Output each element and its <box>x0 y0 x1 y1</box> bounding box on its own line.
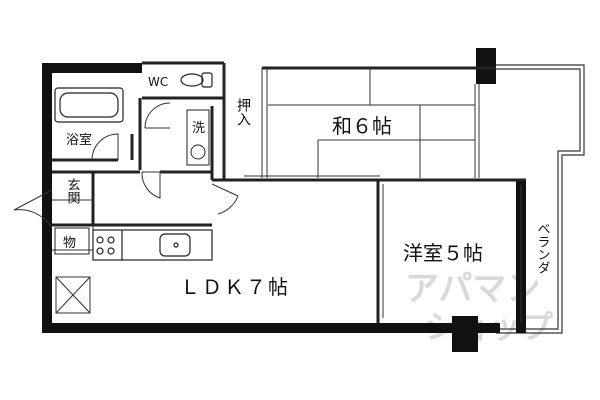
bathtub <box>54 87 124 123</box>
room-ldk-label: ＬＤＫ７帖 <box>180 275 290 299</box>
wc-door <box>144 102 171 129</box>
balcony-label: ベランダ <box>535 222 551 274</box>
pipe-shaft <box>55 276 91 314</box>
wash-door <box>141 171 161 199</box>
room-storage-label: 物 <box>63 236 76 251</box>
room-genkan-label: 玄関 <box>65 178 81 205</box>
room-youshitsu-label: 洋室５帖 <box>403 241 483 265</box>
room-bath-label: 浴室 <box>66 132 92 148</box>
detail-lines <box>52 68 522 323</box>
balcony-outline <box>496 64 585 334</box>
toilet-fixture <box>180 72 213 88</box>
room-washitsu-label: 和６帖 <box>332 114 392 138</box>
interior-walls <box>52 61 526 323</box>
room-oshiire-label: 押入 <box>235 98 251 126</box>
room-wc-label: WC <box>148 75 168 89</box>
storage <box>54 227 90 255</box>
kitchen-counter <box>92 229 213 261</box>
bath-door <box>91 133 119 161</box>
room-wash-label: 洗 <box>192 121 205 136</box>
watermark: アパマン ショップ <box>405 269 554 346</box>
doors <box>13 102 239 229</box>
room-labels: 和６帖 洋室５帖 ＬＤＫ７帖 浴室 WC 洗 物 押入 玄関 ベランダ <box>63 75 550 299</box>
washer-space <box>186 109 210 166</box>
ldk-door <box>211 183 239 215</box>
entrance-door <box>13 189 53 229</box>
